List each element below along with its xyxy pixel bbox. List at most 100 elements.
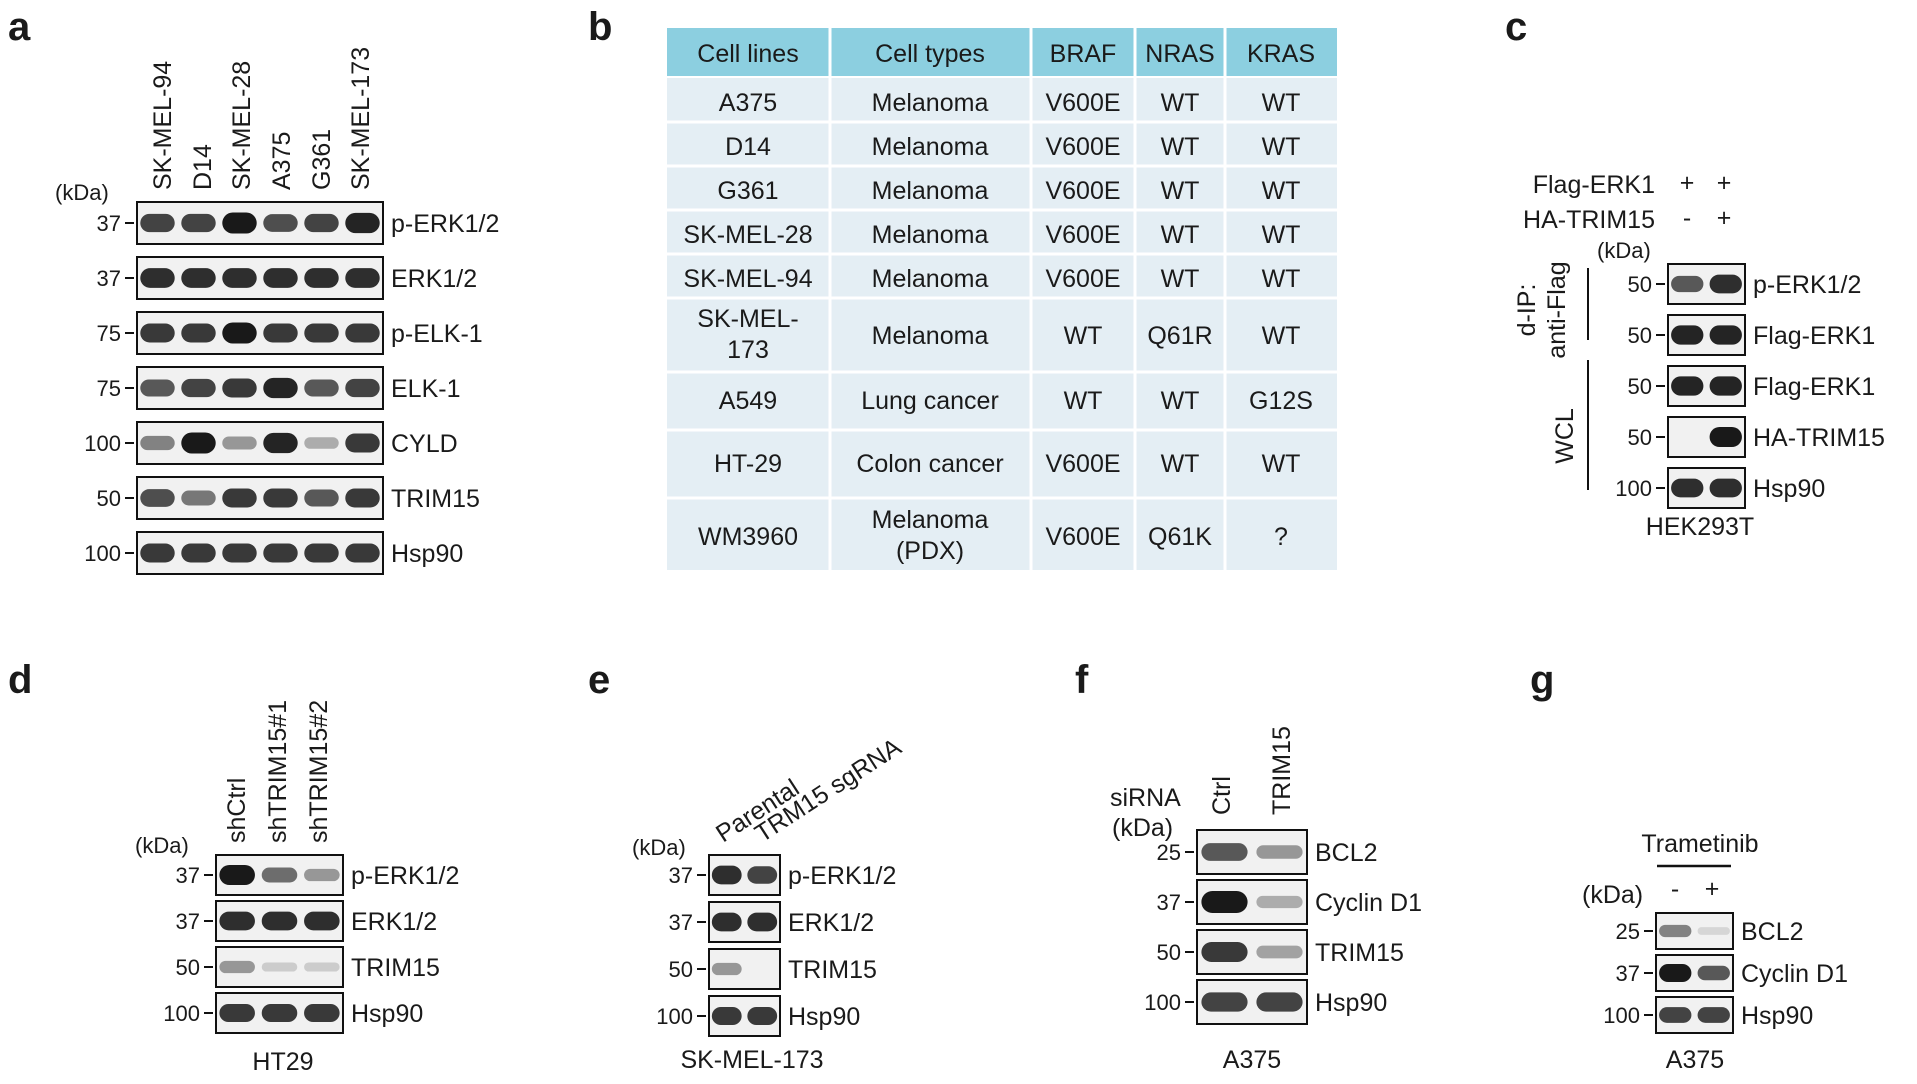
blot-band	[1256, 845, 1303, 859]
table-cell: HT-29	[714, 450, 782, 478]
blot-strip	[1667, 416, 1746, 458]
blot-band	[1256, 945, 1303, 959]
table-cell: WT	[1161, 450, 1200, 478]
mw-marker: 37	[1616, 961, 1640, 986]
column-header: BRAF	[1050, 40, 1117, 68]
panel-c-letter: c	[1505, 5, 1527, 49]
kda-label: (kDa)	[55, 180, 109, 205]
blot-label: ERK1/2	[788, 909, 874, 937]
blot-label: p-ELK-1	[391, 320, 483, 348]
lane-label: -	[1671, 875, 1679, 903]
blot-band	[345, 543, 380, 563]
mw-marker: 37	[176, 909, 200, 934]
mw-marker: 25	[1616, 919, 1640, 944]
blot-band	[345, 433, 380, 453]
blot-band	[181, 378, 216, 398]
table-cell: V600E	[1045, 89, 1120, 117]
kda-label: (kDa)	[1597, 238, 1651, 263]
blot-band	[304, 543, 339, 563]
blot-band	[304, 379, 339, 397]
table-cell: Melanoma	[872, 221, 989, 249]
blot-label: Hsp90	[1741, 1002, 1813, 1030]
table-cell: WT	[1161, 177, 1200, 205]
blot-band	[1659, 924, 1692, 938]
blot-band	[222, 322, 257, 344]
table-cell: V600E	[1045, 177, 1120, 205]
blot-band	[304, 213, 339, 233]
blot-label: Cyclin D1	[1741, 960, 1848, 988]
blot-band	[1256, 895, 1303, 909]
table-cell: G12S	[1249, 387, 1313, 415]
table-cell: Colon cancer	[856, 450, 1003, 478]
blot-band	[181, 490, 216, 506]
blot-band	[304, 911, 340, 931]
table-cell: WT	[1262, 177, 1301, 205]
group-label-ip: d-IP:	[1513, 284, 1541, 337]
table-cell: Lung cancer	[861, 387, 999, 415]
cell-line-label: SK-MEL-173	[680, 1046, 823, 1074]
panel-a: SK-MEL-94 D14 SK-MEL-28 A375 G361 SK-MEL…	[55, 47, 499, 575]
column-header: NRAS	[1145, 40, 1214, 68]
table-cell: A549	[719, 387, 777, 415]
cell-line-label: A375	[1223, 1046, 1281, 1074]
mw-marker: 50	[97, 486, 121, 511]
lane-label: shTRIM15#2	[305, 700, 333, 843]
table-cell: WT	[1262, 265, 1301, 293]
blot-band	[711, 1006, 742, 1026]
table-cell: Q61K	[1148, 523, 1212, 551]
blot-band	[181, 543, 216, 563]
blot-label: p-ERK1/2	[351, 862, 459, 890]
blot-band	[263, 543, 298, 563]
blot-band	[711, 912, 742, 932]
blot-band	[140, 543, 175, 563]
blot-band	[261, 1003, 298, 1023]
lane-label: SK-MEL-28	[228, 61, 256, 190]
blot-band	[1671, 376, 1704, 396]
mw-marker: 75	[97, 321, 121, 346]
condition-label: HA-TRIM15	[1523, 206, 1655, 234]
mw-marker: 37	[669, 863, 693, 888]
lane-label: SK-MEL-173	[347, 47, 375, 190]
blot-band	[345, 212, 380, 234]
kda-label: (kDa)	[1582, 881, 1643, 909]
blot-label: p-ERK1/2	[391, 210, 499, 238]
panel-e-letter: e	[588, 658, 610, 702]
mw-marker: 50	[1628, 425, 1652, 450]
column-header: KRAS	[1247, 40, 1315, 68]
blot-band	[345, 268, 380, 288]
table-cell: Q61R	[1147, 322, 1212, 350]
table-cell: V600E	[1045, 450, 1120, 478]
blot-strip	[136, 531, 384, 575]
mw-marker: 100	[84, 541, 121, 566]
blot-band	[140, 435, 175, 451]
blot-band	[140, 489, 175, 507]
panel-a-letter: a	[8, 5, 31, 49]
lane-label: SK-MEL-94	[149, 61, 177, 190]
blot-band	[304, 868, 340, 882]
blot-band	[1709, 478, 1742, 498]
blot-label: TRIM15	[788, 956, 877, 984]
table-cell: WT	[1161, 133, 1200, 161]
blot-band	[1671, 275, 1704, 293]
condition-value: +	[1680, 169, 1695, 197]
blot-band	[222, 268, 257, 288]
blot-band	[219, 960, 255, 974]
treatment-label: Trametinib	[1641, 830, 1758, 858]
table-cell: SK-MEL-94	[683, 265, 812, 293]
blot-strip	[136, 366, 384, 410]
table-cell: WT	[1262, 450, 1301, 478]
table-cell: V600E	[1045, 221, 1120, 249]
table-cell: WT	[1161, 265, 1200, 293]
mw-marker: 50	[176, 955, 200, 980]
blot-band	[304, 489, 339, 507]
lane-label: A375	[268, 132, 296, 190]
lane-label: Ctrl	[1208, 776, 1236, 815]
blot-band	[222, 488, 257, 508]
blot-band	[140, 379, 175, 397]
